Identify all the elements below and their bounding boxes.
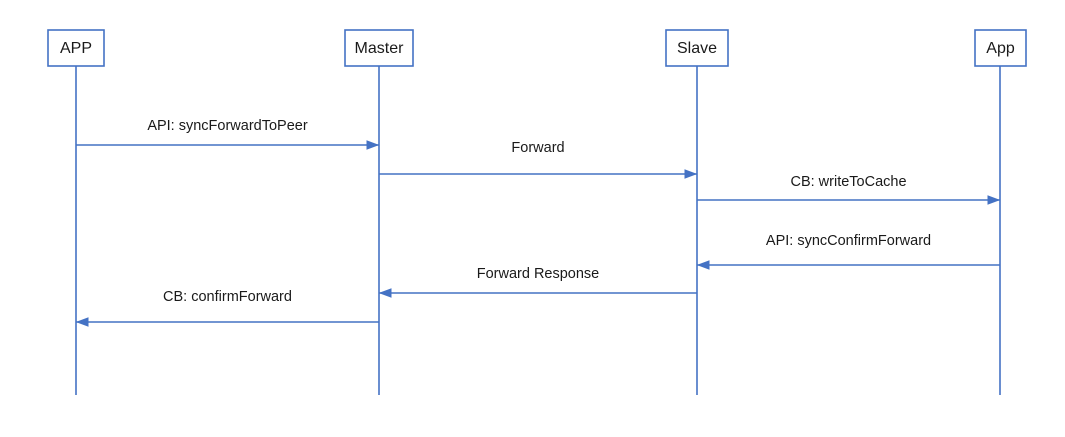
participant-box-master[interactable] <box>344 29 414 67</box>
message-m4[interactable]: API: syncConfirmForward <box>696 233 1000 270</box>
participant-box-app_right[interactable] <box>974 29 1027 67</box>
participant-box-app_left[interactable] <box>47 29 105 67</box>
participant-label-app_left: APP <box>60 40 92 57</box>
participant-app_right[interactable]: App <box>974 29 1027 67</box>
participants-group: APP Master Slave App <box>47 29 1027 67</box>
participant-master[interactable]: Master <box>344 29 414 67</box>
participant-box-slave[interactable] <box>665 29 729 67</box>
message-label-m6: CB: confirmForward <box>163 289 292 305</box>
message-m6[interactable]: CB: confirmForward <box>75 289 379 327</box>
message-label-m1: API: syncForwardToPeer <box>147 118 308 134</box>
message-label-m4: API: syncConfirmForward <box>766 233 931 249</box>
message-m5[interactable]: Forward Response <box>378 266 697 298</box>
lifelines-group <box>75 66 1001 395</box>
message-label-m5: Forward Response <box>477 266 600 282</box>
participant-slave[interactable]: Slave <box>665 29 729 67</box>
message-label-m2: Forward <box>511 140 564 156</box>
message-m2[interactable]: Forward <box>379 140 698 179</box>
message-label-m3: CB: writeToCache <box>790 174 906 190</box>
participant-app_left[interactable]: APP <box>47 29 105 67</box>
message-m1[interactable]: API: syncForwardToPeer <box>76 118 380 150</box>
participant-label-master: Master <box>355 40 405 57</box>
participant-label-app_right: App <box>986 40 1015 57</box>
message-m3[interactable]: CB: writeToCache <box>697 174 1001 205</box>
participant-label-slave: Slave <box>677 40 717 57</box>
